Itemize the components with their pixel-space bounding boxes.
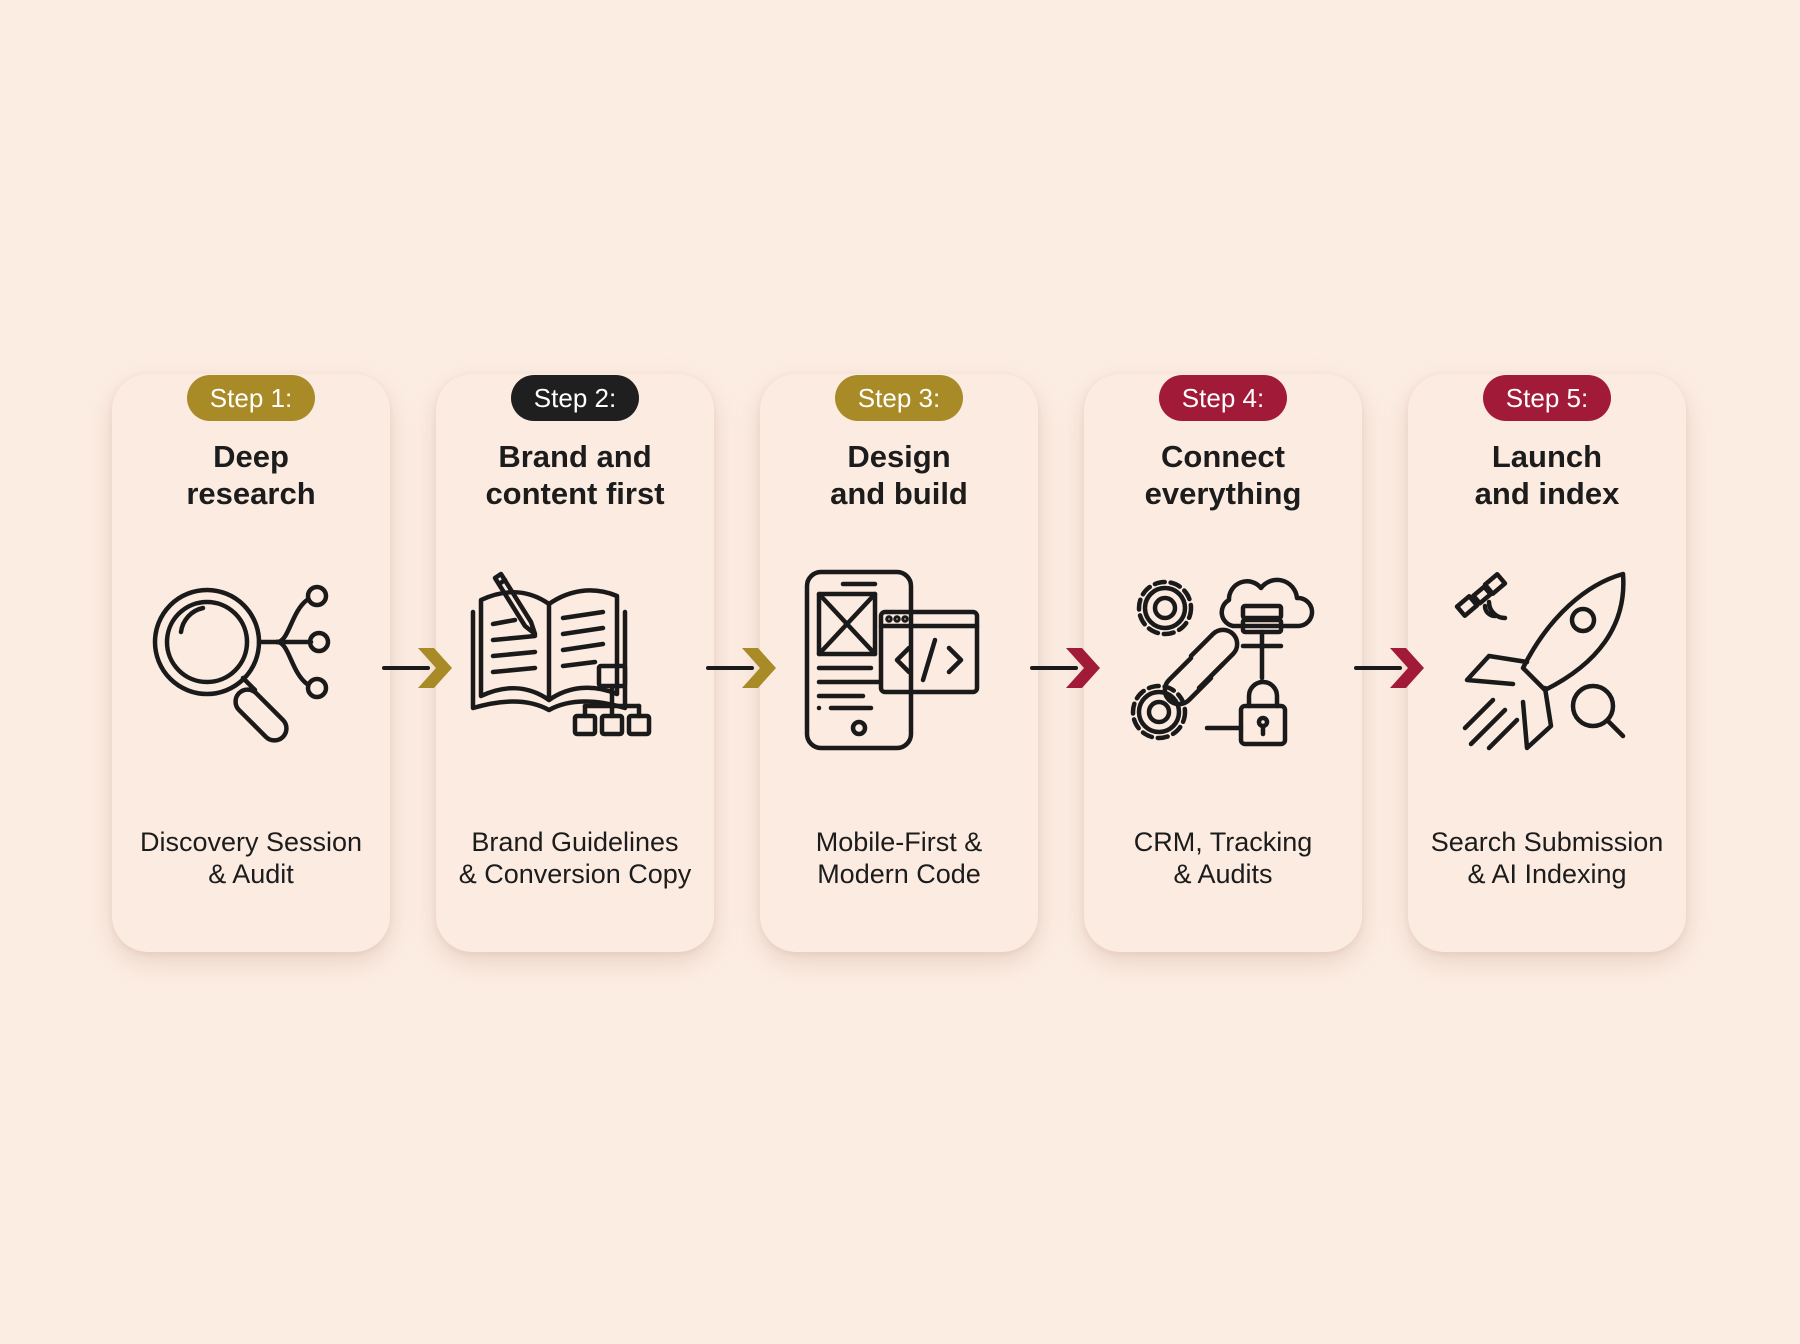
step-subtitle-line: Discovery Session — [139, 827, 363, 857]
arrow-head — [1066, 648, 1100, 688]
rocket-satellite-search-icon — [1427, 560, 1667, 760]
gears-cloud-link-lock-icon — [1103, 560, 1343, 760]
step-subtitle: Discovery Session & Audit — [112, 826, 390, 890]
step-card-3: Step 3: Design and build — [760, 374, 1038, 952]
step-card-4: Step 4: Connect everything — [1084, 374, 1362, 952]
step-badge: Step 1: — [187, 375, 315, 421]
step-title-line: Connect — [1161, 439, 1285, 474]
step-badge: Step 2: — [511, 375, 639, 421]
arrow-right-icon — [382, 642, 454, 694]
step-title-line: Brand and — [498, 439, 652, 474]
step-subtitle-line: Mobile-First & — [815, 827, 983, 857]
step-title-line: research — [186, 476, 316, 511]
step-card-1: Step 1: Deep research Discovery Ses — [112, 374, 390, 952]
step-title-line: Deep — [213, 439, 289, 474]
magnifier-network-icon — [131, 560, 371, 760]
process-flow: Step 1: Deep research Discovery Ses — [112, 374, 1690, 952]
step-badge: Step 5: — [1483, 375, 1611, 421]
step-title-line: and build — [830, 476, 968, 511]
arrow-right-icon — [1030, 642, 1102, 694]
step-badge: Step 3: — [835, 375, 963, 421]
step-title-line: and index — [1474, 476, 1620, 511]
step-card-2: Step 2: Brand and content first — [436, 374, 714, 952]
step-title-line: Design — [847, 439, 951, 474]
step-subtitle-line: Modern Code — [817, 859, 981, 889]
step-card-5: Step 5: Launch and index — [1408, 374, 1686, 952]
book-pencil-sitemap-icon — [455, 560, 695, 760]
arrow-head — [418, 648, 452, 688]
step-subtitle: CRM, Tracking & Audits — [1084, 826, 1362, 890]
step-subtitle-line: Brand Guidelines — [471, 827, 679, 857]
step-subtitle-line: & AI Indexing — [1467, 859, 1627, 889]
step-title-line: Launch — [1491, 439, 1603, 474]
step-badge: Step 4: — [1159, 375, 1287, 421]
step-subtitle-line: CRM, Tracking — [1133, 827, 1313, 857]
arrow-right-icon — [706, 642, 778, 694]
step-title: Deep research — [112, 438, 390, 512]
step-title-line: content first — [485, 476, 665, 511]
step-subtitle-line: Search Submission — [1430, 827, 1664, 857]
step-title-line: everything — [1144, 476, 1302, 511]
phone-code-window-icon — [779, 560, 1019, 760]
step-title: Connect everything — [1084, 438, 1362, 512]
step-subtitle: Mobile-First & Modern Code — [760, 826, 1038, 890]
arrow-head — [1390, 648, 1424, 688]
step-title: Launch and index — [1408, 438, 1686, 512]
step-subtitle-line: & Audits — [1173, 859, 1273, 889]
step-title: Design and build — [760, 438, 1038, 512]
step-subtitle-line: & Conversion Copy — [458, 859, 692, 889]
step-subtitle-line: & Audit — [208, 859, 294, 889]
arrow-head — [742, 648, 776, 688]
step-subtitle: Brand Guidelines & Conversion Copy — [436, 826, 714, 890]
step-subtitle: Search Submission & AI Indexing — [1408, 826, 1686, 890]
arrow-right-icon — [1354, 642, 1426, 694]
step-title: Brand and content first — [436, 438, 714, 512]
